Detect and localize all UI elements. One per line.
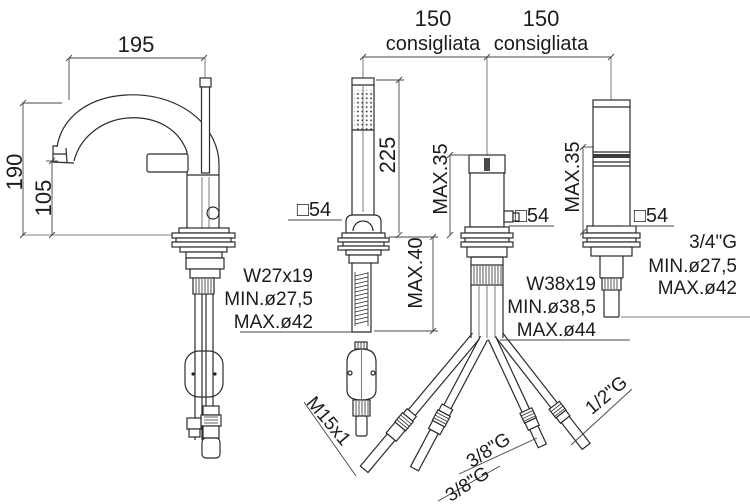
hose-check-valve: M15x1 — [302, 341, 377, 477]
handle-spec-thread: 3/4"G — [689, 232, 737, 253]
hose-handshower — [359, 332, 480, 474]
handshower-spec-max: MAX.ø42 — [234, 312, 313, 333]
diverter-knob — [503, 210, 514, 223]
handle-spec-min: MIN.ø27,5 — [648, 256, 737, 277]
dim-150-left: 150 — [415, 6, 452, 31]
faucet-dimensions: 195 190 105 — [2, 32, 208, 239]
dim-225-label: 225 — [375, 137, 400, 174]
dim-105-label: 105 — [31, 180, 56, 217]
dim-195-label: 195 — [118, 32, 155, 57]
diverter-spec-min: MIN.ø38,5 — [507, 297, 596, 318]
handle-body — [592, 99, 631, 229]
handshower-holder — [345, 214, 382, 234]
diverter-max35-label: MAX.35 — [430, 143, 452, 214]
m15x1-label: M15x1 — [302, 393, 355, 450]
hose-supply-3 — [496, 333, 591, 451]
diverter-spec-max: MAX.ø44 — [517, 320, 597, 341]
joystick-cap — [199, 77, 212, 88]
handshower-sq54-label: □54 — [297, 199, 331, 221]
diverter-spec-thread: W38x19 — [526, 274, 596, 295]
faucet-spout-view — [22, 77, 236, 459]
diverter-sq54-label: □54 — [515, 205, 549, 227]
handle-sq54-label: □54 — [634, 205, 668, 227]
handle-max35-label: MAX.35 — [562, 141, 584, 212]
hose-label-38g-lower: 3/8"G — [442, 463, 494, 504]
hose-supply-1 — [409, 335, 489, 472]
handshower-spec-min: MIN.ø27,5 — [224, 289, 313, 310]
hose-label-38g-upper: 3/8"G — [463, 429, 515, 473]
consigliata-left: consigliata — [386, 33, 481, 55]
consigliata-right: consigliata — [494, 33, 589, 55]
handle-view: MAX.35 □54 3/4"G MIN.ø27,5 MAX.ø42 — [562, 99, 750, 318]
spacing-dimensions: 150 consigliata 150 consigliata — [359, 6, 615, 158]
handshower-spec-thread: W27x19 — [243, 266, 313, 287]
diverter-body — [469, 172, 505, 228]
handshower-view: 225 MAX.40 □54 W27x19 MIN.ø27,5 MAX.ø42 — [224, 76, 438, 335]
faucet-lever — [146, 153, 189, 173]
joystick-rod — [200, 86, 211, 174]
diverter-view: MAX.35 □54 W38x19 MIN.ø38,5 MAX.ø44 — [359, 143, 633, 504]
dim-150-right: 150 — [523, 6, 560, 31]
dim-max40-label: MAX.40 — [405, 237, 427, 308]
handle-spec-max: MAX.ø42 — [658, 278, 737, 299]
dim-190-label: 190 — [2, 154, 27, 191]
hose-supply-2 — [487, 336, 548, 449]
